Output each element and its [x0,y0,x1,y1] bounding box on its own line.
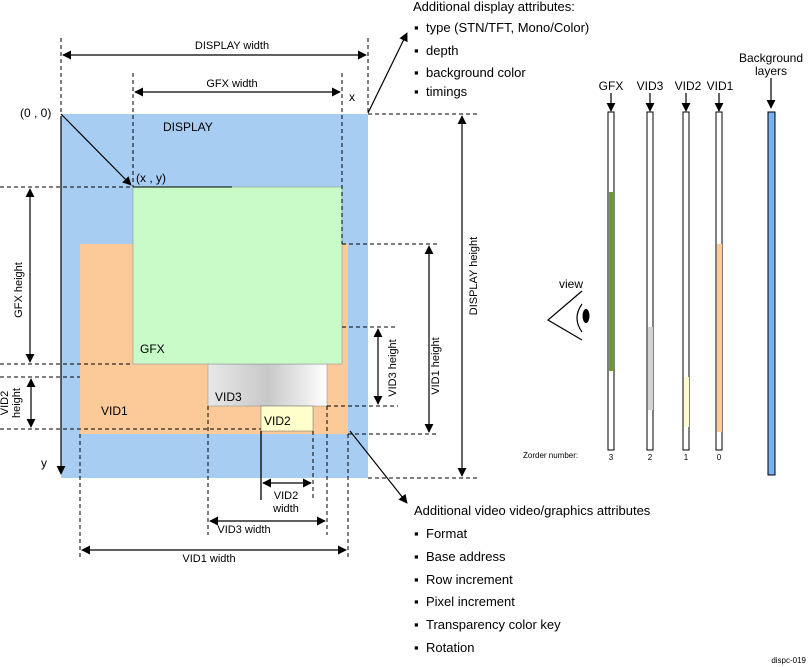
layer-fill-gfx [609,192,614,371]
display-label: DISPLAY [163,120,213,134]
view-label: view [559,277,583,291]
video-attr-bullet: ▪ [414,640,419,655]
gfx-width-label: GFX width [206,78,257,90]
video-attr-bullet: ▪ [414,594,419,609]
gfx-layer-label: GFX [140,342,165,356]
layer-col-label-vid2: VID2 [675,79,702,93]
video-attr-bullet: ▪ [414,572,419,587]
gfx-rect [132,186,343,365]
display-attr-item: depth [426,43,459,58]
video-attr-bullet: ▪ [414,617,419,632]
vid1-width-label: VID1 width [182,553,235,565]
vid2-height-label-line1: VID2 [0,391,11,415]
video-attr-item: Format [426,526,468,541]
video-attr-item: Row increment [426,572,513,587]
video-attr-item: Transparency color key [426,617,561,632]
display-attr-bullet: ▪ [414,84,419,99]
display-attr-item: background color [426,65,526,80]
video-attributes-title: Additional video video/graphics attribut… [414,503,651,518]
vid2-width-label-line1: VID2 [274,490,298,502]
x-axis-label: x [349,90,355,104]
layer-fill-vid3 [648,327,653,410]
y-axis-label: y [41,456,47,470]
display-attributes-list: Additional display attributes: ▪ type (S… [413,0,589,99]
background-label-line1: Background [739,51,803,65]
zorder-vid2: 1 [684,453,689,462]
display-attr-bullet: ▪ [414,43,419,58]
vid1-height-label: VID1 height [430,337,442,394]
video-attr-bullet: ▪ [414,526,419,541]
vid3-height-label: VID3 height [387,339,399,396]
display-width-label: DISPLAY width [195,40,269,52]
display-attributes-title: Additional display attributes: [413,0,575,14]
zorder-label: Zorder number: [523,451,578,460]
display-attr-item: timings [426,84,468,99]
figure-id: dispc-019 [771,656,806,665]
layer-fill-vid2 [684,377,689,427]
layer-stack: GFX VID3 VID2 VID1 Background layers [523,51,803,476]
zorder-vid1: 0 [717,453,722,462]
layer-col-label-gfx: GFX [599,79,624,93]
gfx-height-label: GFX height [13,262,25,318]
layer-fill-vid1 [717,244,722,432]
background-label-line2: layers [755,64,787,78]
layer-column-vid2 [682,111,690,451]
vid2-width-label-line2: width [272,503,299,515]
layer-column-background [767,111,776,476]
vid1-layer-label: VID1 [101,404,128,418]
display-height-label: DISPLAY height [468,237,480,315]
layer-col-label-vid1: VID1 [707,79,734,93]
video-attr-item: Base address [426,549,506,564]
xy-label: (x , y) [136,171,166,185]
vid2-layer-label: VID2 [264,414,291,428]
vid3-width-label: VID3 width [217,524,270,536]
eye-icon [546,290,590,341]
display-attr-bullet: ▪ [414,65,419,80]
video-attr-item: Rotation [426,640,474,655]
vid2-height-label-line2: height [11,388,23,418]
origin-label: (0 , 0) [20,106,51,120]
video-attr-item: Pixel increment [426,594,515,609]
vid3-layer-label: VID3 [215,390,242,404]
vid2-rect [260,405,314,432]
layer-column-vid3 [646,111,654,451]
zorder-vid3: 2 [648,453,653,462]
video-attr-bullet: ▪ [414,549,419,564]
video-attributes-list: Additional video video/graphics attribut… [414,503,651,655]
layer-col-label-vid3: VID3 [637,79,664,93]
display-attr-item: type (STN/TFT, Mono/Color) [426,20,589,35]
zorder-gfx: 3 [609,453,614,462]
display-attr-bullet: ▪ [414,20,419,35]
